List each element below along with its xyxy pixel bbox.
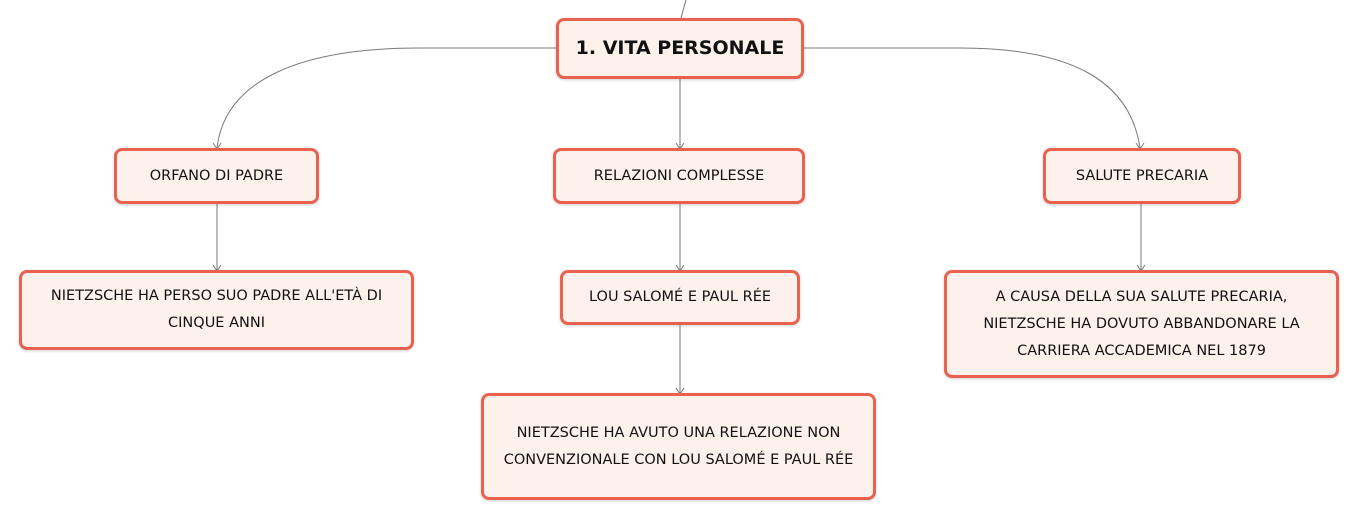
leaf-node-label: A CAUSA DELLA SUA SALUTE PRECARIA, NIETZ… [983, 288, 1300, 359]
branch-node-label: RELAZIONI COMPLESSE [593, 167, 765, 184]
branch-node-label: ORFANO DI PADRE [149, 167, 284, 184]
leaf-node-label: LOU SALOMÉ E PAUL RÉE [588, 289, 772, 305]
connector-top-incoming [680, 0, 687, 19]
branch-node-orfano-di-padre[interactable]: ORFANO DI PADRE [114, 148, 319, 204]
leaf-node-label: NIETZSCHE HA PERSO SUO PADRE ALL'ETÀ DI … [50, 288, 383, 331]
leaf-node-lou-salome-paul-ree[interactable]: LOU SALOMÉ E PAUL RÉE [560, 270, 800, 325]
branch-node-relazioni-complesse[interactable]: RELAZIONI COMPLESSE [553, 148, 805, 204]
leaf-node-label: NIETZSCHE HA AVUTO UNA RELAZIONE NON CON… [503, 424, 854, 468]
leaf-node-orfano-detail[interactable]: NIETZSCHE HA PERSO SUO PADRE ALL'ETÀ DI … [19, 270, 414, 350]
root-node-vita-personale[interactable]: 1. VITA PERSONALE [556, 18, 804, 79]
branch-node-salute-precaria[interactable]: SALUTE PRECARIA [1043, 148, 1241, 204]
leaf-node-relazione-detail[interactable]: NIETZSCHE HA AVUTO UNA RELAZIONE NON CON… [481, 393, 876, 500]
root-node-label: 1. VITA PERSONALE [575, 37, 785, 59]
connector-root-to-orfano [216, 47, 557, 149]
connector-root-to-salute [803, 47, 1141, 149]
branch-node-label: SALUTE PRECARIA [1075, 167, 1209, 184]
leaf-node-salute-detail[interactable]: A CAUSA DELLA SUA SALUTE PRECARIA, NIETZ… [944, 270, 1339, 378]
